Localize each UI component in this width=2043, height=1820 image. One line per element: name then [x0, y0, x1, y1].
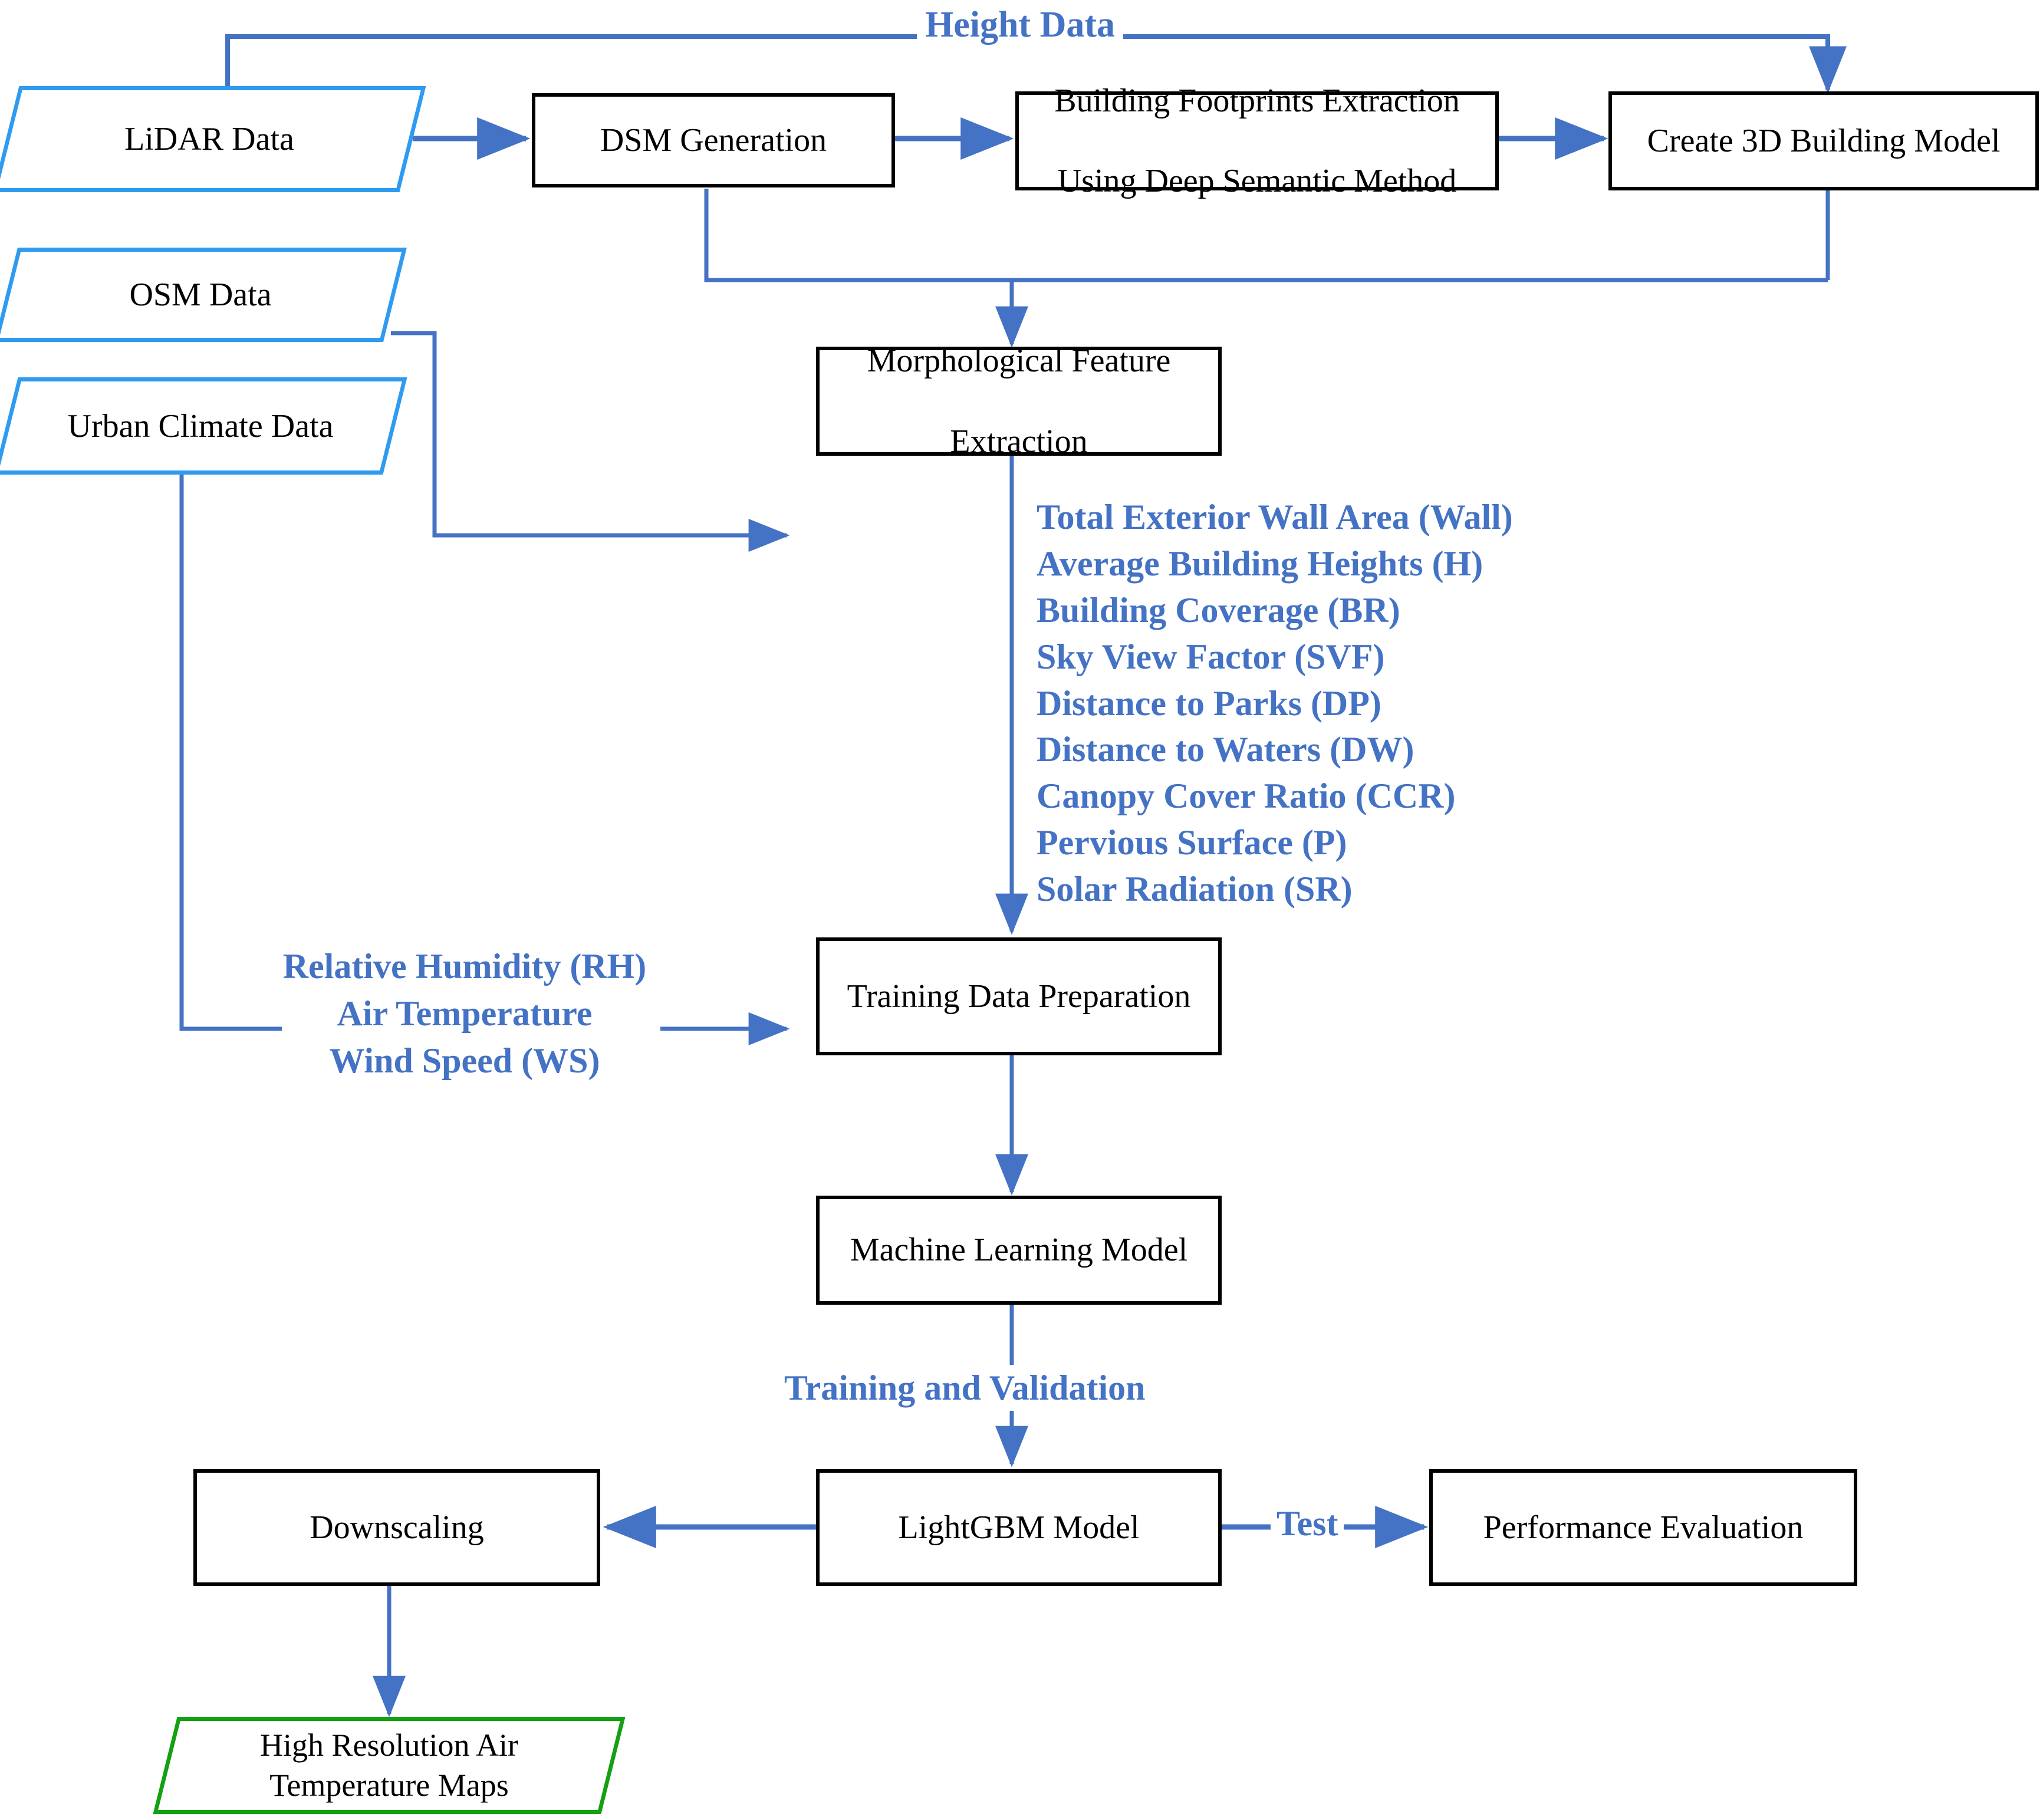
- node-urban-climate-data[interactable]: Urban Climate Data: [0, 377, 407, 475]
- node-performance-evaluation[interactable]: Performance Evaluation: [1429, 1469, 1857, 1586]
- morphological-feature-list: Total Exterior Wall Area (Wall) Average …: [1037, 494, 1513, 913]
- feature-item: Total Exterior Wall Area (Wall): [1037, 498, 1513, 537]
- node-label-line1: Building Footprints Extraction: [1054, 82, 1460, 119]
- node-label-line1: High Resolution Air: [259, 1727, 518, 1763]
- node-lightgbm-model[interactable]: LightGBM Model: [816, 1469, 1222, 1586]
- node-downscaling[interactable]: Downscaling: [193, 1469, 600, 1586]
- edge-climate-to-variables: [179, 475, 282, 1031]
- feature-item: Building Coverage (BR): [1037, 590, 1400, 630]
- edge-label-height-data: Height Data: [917, 1, 1124, 49]
- node-label: Morphological Feature Extraction: [825, 341, 1212, 462]
- node-label-line1: Morphological Feature: [867, 343, 1171, 380]
- feature-item: Distance to Parks (DP): [1037, 683, 1381, 723]
- node-label: Urban Climate Data: [67, 407, 334, 445]
- node-high-resolution-air-temperature-maps[interactable]: High Resolution Air Temperature Maps: [153, 1717, 626, 1814]
- node-machine-learning-model[interactable]: Machine Learning Model: [816, 1196, 1222, 1305]
- node-lidar-data[interactable]: LiDAR Data: [0, 86, 426, 192]
- climate-variable-list: Relative Humidity (RH) Air Temperature W…: [282, 943, 647, 1084]
- node-label: Downscaling: [310, 1509, 484, 1546]
- node-label-line2: Temperature Maps: [269, 1767, 509, 1803]
- node-label-line2: Using Deep Semantic Method: [1057, 163, 1457, 200]
- node-create-3d-building-model[interactable]: Create 3D Building Model: [1608, 91, 2039, 190]
- node-building-footprints-extraction[interactable]: Building Footprints Extraction Using Dee…: [1015, 83, 1499, 199]
- edge-dsm-down-bus: [704, 189, 1828, 282]
- edge-osm-to-morphological: [391, 331, 790, 552]
- node-label: Building Footprints Extraction Using Dee…: [1025, 81, 1489, 202]
- node-label-line2: Extraction: [950, 423, 1088, 460]
- node-label: Create 3D Building Model: [1647, 122, 2001, 159]
- node-label: DSM Generation: [600, 121, 827, 159]
- feature-item: Sky View Factor (SVF): [1037, 637, 1385, 676]
- node-dsm-generation[interactable]: DSM Generation: [532, 93, 895, 187]
- feature-item: Pervious Surface (P): [1037, 823, 1347, 863]
- feature-item: Distance to Waters (DW): [1037, 730, 1414, 769]
- node-label: Machine Learning Model: [850, 1232, 1188, 1269]
- climate-item: Wind Speed (WS): [329, 1041, 600, 1080]
- node-label: Training Data Preparation: [847, 978, 1191, 1015]
- feature-item: Average Building Heights (H): [1037, 544, 1483, 583]
- node-label: LightGBM Model: [898, 1509, 1140, 1546]
- node-label: LiDAR Data: [124, 121, 294, 157]
- node-label: High Resolution Air Temperature Maps: [165, 1726, 613, 1805]
- node-label: Performance Evaluation: [1483, 1509, 1804, 1546]
- feature-item: Solar Radiation (SR): [1037, 870, 1353, 909]
- climate-item: Relative Humidity (RH): [282, 947, 647, 986]
- feature-item: Canopy Cover Ratio (CCR): [1037, 776, 1456, 816]
- node-morphological-feature-extraction[interactable]: Morphological Feature Extraction: [816, 343, 1222, 460]
- edge-label-training-and-validation: Training and Validation: [777, 1365, 1153, 1411]
- node-osm-data[interactable]: OSM Data: [0, 248, 407, 342]
- climate-item: Air Temperature: [337, 993, 593, 1033]
- edge-label-test: Test: [1271, 1500, 1344, 1546]
- node-training-data-preparation[interactable]: Training Data Preparation: [816, 937, 1222, 1055]
- node-label: OSM Data: [129, 277, 272, 313]
